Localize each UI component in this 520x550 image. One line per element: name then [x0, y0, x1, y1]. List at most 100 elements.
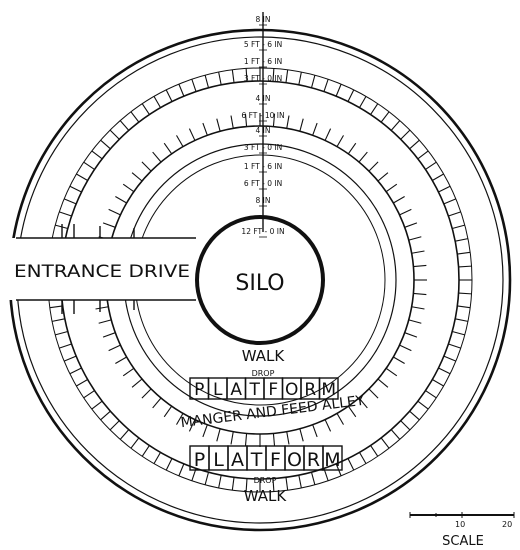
inner-stall-divider [188, 419, 196, 432]
walk-outer-label: WALK [244, 487, 288, 505]
dimension-label: 4 IN [256, 126, 271, 135]
outer-stall-divider [452, 330, 465, 336]
inner-stall-divider [202, 424, 208, 438]
dimension-label: 4 IN [256, 94, 271, 103]
outer-stall-divider [298, 71, 302, 85]
outer-stall-divider [272, 68, 275, 82]
outer-stall-divider [69, 367, 82, 375]
outer-stall-divider [370, 445, 379, 457]
outer-stall-divider [335, 83, 342, 97]
inner-stall-divider [141, 388, 152, 399]
platform-inner-letter: P [194, 380, 204, 400]
outer-stall-divider [51, 318, 65, 322]
outer-stall-divider [452, 224, 465, 230]
inner-stall-divider [286, 115, 290, 129]
inner-stall-divider [122, 183, 135, 193]
inner-stall-divider [385, 183, 398, 193]
platform-outer-letter: T [250, 449, 263, 471]
outer-stall-divider [141, 445, 150, 457]
outer-stall-divider [218, 71, 222, 85]
inner-stall-divider [413, 292, 427, 296]
outer-stall-divider [231, 477, 235, 491]
inner-stall-divider [399, 208, 412, 216]
inner-stall-divider [272, 113, 276, 127]
drop-outer-label: DROP [254, 476, 277, 485]
drop-inner-label: DROP [252, 369, 275, 378]
platform-inner-letter: R [304, 380, 316, 400]
platform-outer-letter: A [231, 449, 244, 471]
inner-stall-divider [95, 306, 109, 310]
outer-stall-divider [390, 120, 401, 131]
outer-stall-divider [285, 477, 289, 491]
entrance-wall-ends [61, 224, 135, 314]
outer-stall-divider [49, 305, 63, 309]
outer-stall-divider [400, 129, 411, 140]
outer-stall-divider [432, 379, 444, 387]
entrance-drive-label: ENTRANCE DRIVE [14, 262, 190, 282]
outer-stall-divider [425, 390, 437, 399]
inner-stall-divider [336, 413, 344, 425]
scale-tick-20: 20 [502, 520, 512, 529]
scale-bar: 10 20 SCALE [409, 512, 515, 549]
inner-stall-divider [131, 378, 143, 388]
inner-stall-divider [368, 388, 379, 399]
inner-stall-divider [141, 161, 152, 172]
outer-stall-divider [417, 150, 429, 160]
outer-stall-divider [380, 437, 390, 449]
inner-stall-divider [324, 419, 332, 432]
outer-stall-divider [165, 89, 173, 102]
outer-stall-divider [272, 478, 275, 492]
inner-stall-divider [312, 122, 318, 136]
outer-stall-divider [91, 150, 103, 160]
inner-stall-divider [347, 405, 357, 418]
inner-stall-divider [163, 405, 173, 418]
outer-stall-divider [425, 161, 437, 170]
inner-stall-divider [404, 332, 418, 338]
stall-dividers [48, 68, 472, 492]
inner-stall-divider [108, 344, 121, 352]
dimension-label: 1 FT - 6 IN [244, 57, 282, 66]
outer-stall-divider [417, 400, 429, 410]
inner-stall-divider [408, 319, 422, 324]
inner-stall-divider [152, 397, 162, 409]
outer-stall-divider [285, 69, 289, 83]
outer-stall-divider [178, 463, 185, 477]
dimension-labels: 8 IN5 FT - 6 IN1 FT - 6 IN3 FT - 0 IN4 I… [241, 15, 285, 238]
outer-stall-divider [130, 437, 140, 449]
outer-stall-divider [59, 343, 72, 349]
outer-stall-divider [457, 251, 471, 255]
outer-stall-divider [130, 111, 140, 123]
platform-inner-letter: O [285, 380, 298, 400]
inner-stall-divider [358, 397, 368, 409]
inner-stall-divider [299, 428, 304, 442]
outer-stall-divider [63, 355, 77, 362]
outer-stall-divider [380, 111, 390, 123]
outer-stall-divider [76, 173, 88, 181]
outer-stall-divider [231, 69, 235, 83]
platform-outer-letter: P [194, 449, 205, 471]
platform-inner-box [318, 377, 339, 400]
outer-stall-divider [119, 429, 130, 440]
inner-stall-divider [188, 128, 196, 141]
inner-stall-divider [399, 344, 412, 352]
inner-stall-divider [324, 128, 332, 141]
platform-outer-box [322, 445, 343, 471]
dimension-label: 6 FT - 0 IN [244, 179, 282, 188]
outer-stall-divider [347, 89, 355, 102]
platform-inner-letter: T [249, 380, 261, 400]
outer-stall-divider [141, 103, 150, 115]
dimension-label: 1 FT - 6 IN [244, 162, 282, 171]
outer-stall-divider [458, 292, 472, 295]
inner-stall-divider [272, 433, 276, 447]
walk-inner-label: WALK [242, 347, 286, 365]
inner-stall-divider [102, 332, 116, 338]
inner-stall-divider [122, 367, 135, 377]
scale-title: SCALE [442, 534, 484, 549]
platform-outer-letter: L [213, 449, 224, 471]
dimension-label: 6 FT - 10 IN [241, 111, 284, 120]
inner-stall-divider [108, 208, 121, 216]
inner-stall-divider [216, 118, 221, 132]
inner-stall-divider [411, 306, 425, 310]
outer-stall-divider [432, 173, 444, 181]
